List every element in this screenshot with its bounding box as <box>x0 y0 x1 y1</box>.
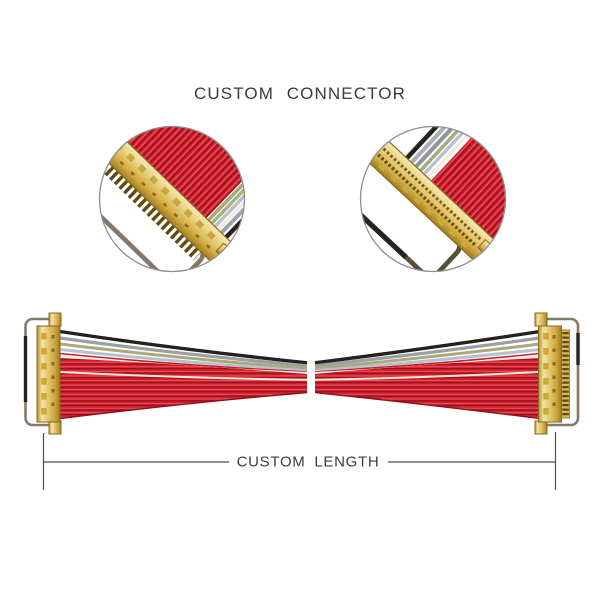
inset-left-connector-teeth <box>104 166 202 261</box>
magnifier-circle-left <box>98 125 246 273</box>
connector-left <box>23 312 62 435</box>
inset-right-circle-border <box>359 125 507 273</box>
cable-left-half <box>23 312 308 435</box>
cable-right-half <box>314 312 580 435</box>
wire-bundle-right <box>314 329 541 420</box>
connector-right-body <box>538 325 562 423</box>
connector-left-body <box>36 325 61 423</box>
inset-left-circle-border <box>98 125 246 273</box>
magnifier-circle-right <box>359 125 507 273</box>
inset-left-accent-wires <box>204 129 245 242</box>
wire-bundle-left <box>59 329 308 420</box>
connector-right <box>534 312 580 435</box>
dimension-lines <box>42 432 557 490</box>
inset-right-red-bundle <box>427 126 506 253</box>
label-custom-length: CUSTOM LENGTH <box>236 453 380 471</box>
label-custom-connector: CUSTOM CONNECTOR <box>194 84 406 103</box>
red-coax-bundle-right <box>315 358 540 419</box>
red-coax-bundle-left <box>60 358 307 419</box>
